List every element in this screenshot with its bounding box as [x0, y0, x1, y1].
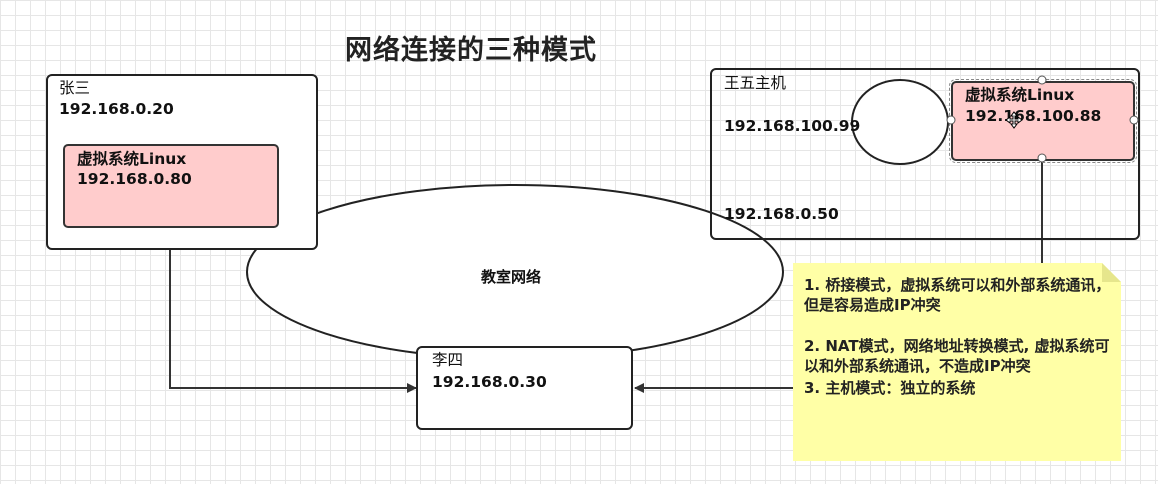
- lisi-host-box: 李四 192.168.0.30: [416, 346, 633, 430]
- wangwu-vm-ip: 192.168.100.88: [965, 107, 1102, 125]
- wangwu-vm-box[interactable]: 虚拟系统Linux 192.168.100.88: [949, 79, 1137, 163]
- note-bridge-mode: 1. 桥接模式，虚拟系统可以和外部系统通讯，但是容易造成IP冲突: [804, 276, 1111, 314]
- zhangsan-name: 张三: [59, 79, 91, 97]
- zhangsan-vm-box: 虚拟系统Linux 192.168.0.80: [63, 144, 279, 228]
- wangwu-outer-ip: 192.168.0.50: [724, 205, 839, 223]
- network-label: 教室网络: [481, 268, 542, 286]
- resize-handle-left[interactable]: [946, 115, 956, 125]
- move-cursor-icon: [1005, 111, 1023, 129]
- sticky-note-text: 1. 桥接模式，虚拟系统可以和外部系统通讯，但是容易造成IP冲突 2. NAT模…: [804, 275, 1116, 398]
- resize-handle-top[interactable]: [1037, 75, 1047, 85]
- lisi-ip: 192.168.0.30: [432, 373, 547, 391]
- zhangsan-ip: 192.168.0.20: [59, 100, 174, 118]
- wangwu-host-box: 王五主机 192.168.100.99 192.168.0.50: [710, 68, 1140, 240]
- zhangsan-host-box: 张三 192.168.0.20 虚拟系统Linux 192.168.0.80: [46, 74, 318, 250]
- bridge-connector: [165, 219, 417, 393]
- page-title: 网络连接的三种模式: [345, 35, 597, 66]
- resize-handle-bottom[interactable]: [1037, 153, 1047, 163]
- note-host-mode: 3. 主机模式：独立的系统: [804, 379, 976, 397]
- sticky-note: [793, 263, 1121, 461]
- wangwu-name: 王五主机: [724, 74, 787, 92]
- lisi-name: 李四: [432, 351, 464, 369]
- resize-handle-right[interactable]: [1129, 115, 1139, 125]
- wangwu-inner-ip: 192.168.100.99: [724, 117, 861, 135]
- zhangsan-vm-ip: 192.168.0.80: [77, 170, 192, 188]
- note-nat-mode: 2. NAT模式，网络地址转换模式, 虚拟系统可以和外部系统通讯，不造成IP冲突: [804, 337, 1110, 375]
- zhangsan-vm-name: 虚拟系统Linux: [77, 150, 187, 168]
- wangwu-vm-name: 虚拟系统Linux: [965, 86, 1075, 104]
